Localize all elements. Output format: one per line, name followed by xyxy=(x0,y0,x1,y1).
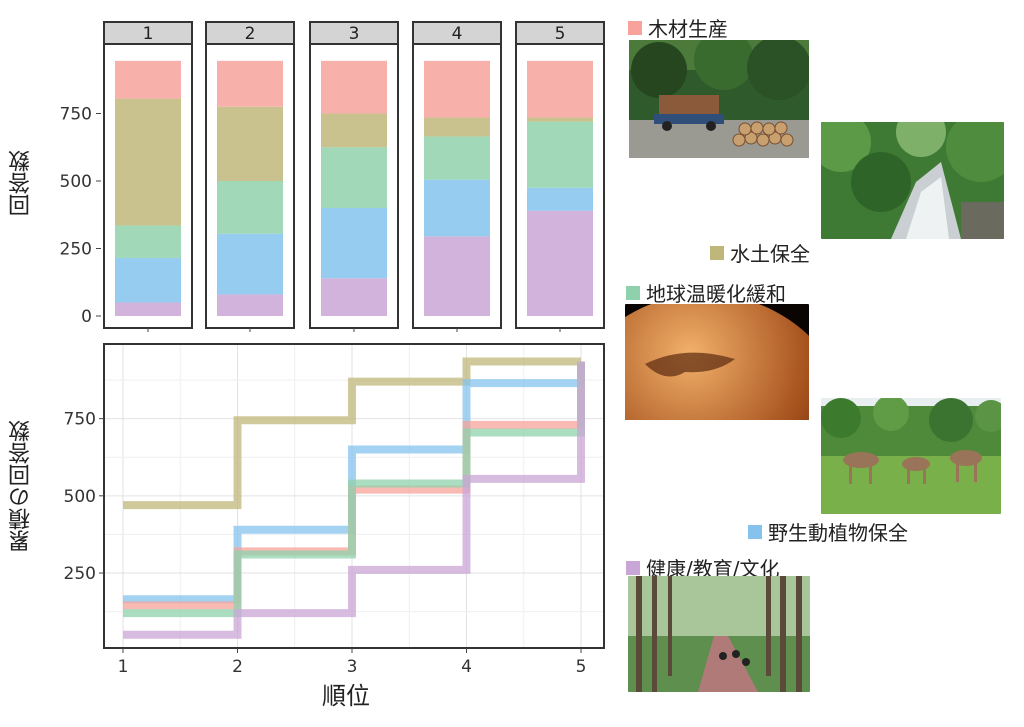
bottom-x-axis-label: 順位 xyxy=(322,682,370,710)
bar-segment xyxy=(217,106,283,181)
stacked-bar-facets: 0 250 500 750 1 2 3 4 5 xyxy=(60,21,605,332)
bar-segment xyxy=(527,121,593,188)
y-tick-label: 250 xyxy=(60,240,92,260)
bar-segment xyxy=(321,208,387,279)
top-y-axis-label: 回答数 xyxy=(9,150,34,216)
step-line xyxy=(123,361,585,639)
deer-photo xyxy=(821,398,1001,514)
bar-segment xyxy=(115,60,181,99)
bar-segment xyxy=(321,113,387,148)
x-tick-label: 3 xyxy=(347,657,358,677)
legend-item-climate: 地球温暖化緩和 xyxy=(626,278,786,307)
bar-segment xyxy=(527,210,593,316)
bar-segment xyxy=(424,136,490,180)
x-tick-label: 1 xyxy=(118,657,129,677)
x-tick-label: 4 xyxy=(461,657,472,677)
x-tick-label: 2 xyxy=(232,657,243,677)
cumulative-step-chart: 250 500 750 1 2 3 4 5 xyxy=(64,343,605,677)
y-tick-label: 500 xyxy=(60,172,92,192)
bottom-y-axis-label: 累積の回答数 xyxy=(9,420,34,552)
bar-segment xyxy=(115,98,181,226)
bar-segment xyxy=(527,60,593,118)
bar-segment xyxy=(321,278,387,316)
bar-segment xyxy=(424,117,490,137)
timber-production-photo xyxy=(629,40,809,158)
river-forest-photo xyxy=(821,122,1004,239)
facet-label: 2 xyxy=(245,24,256,44)
y-tick-label: 0 xyxy=(81,307,92,327)
x-tick-label: 5 xyxy=(576,657,587,677)
step-line xyxy=(123,361,585,618)
legend-swatch xyxy=(628,20,642,35)
legend-label: 野生動植物保全 xyxy=(768,521,908,545)
facet-label: 1 xyxy=(143,24,154,44)
bar-segment xyxy=(424,179,490,237)
bar-segment xyxy=(217,60,283,107)
bar-segment xyxy=(321,147,387,208)
bar-segment xyxy=(527,187,593,211)
y-tick-label: 250 xyxy=(64,564,96,584)
bar-segment xyxy=(115,302,181,316)
legend-item-timber: 木材生産 xyxy=(628,13,728,42)
y-tick-label: 750 xyxy=(60,105,92,125)
legend-label: 水土保全 xyxy=(730,242,810,266)
bar-segment xyxy=(217,294,283,316)
facet-label: 4 xyxy=(452,24,463,44)
legend-item-soil-water: 水土保全 xyxy=(710,238,810,267)
bar-segment xyxy=(527,117,593,122)
facet-label: 5 xyxy=(555,24,566,44)
bar-segment xyxy=(424,60,490,118)
legend-swatch xyxy=(710,245,724,260)
legend-item-wildlife: 野生動植物保全 xyxy=(748,517,908,546)
legend-swatch xyxy=(748,524,762,539)
bar-segment xyxy=(115,225,181,258)
y-tick-label: 500 xyxy=(64,487,96,507)
earth-photo xyxy=(625,304,809,420)
bar-segment xyxy=(217,233,283,295)
bar-segment xyxy=(115,257,181,303)
bar-segment xyxy=(217,181,283,234)
bar-segment xyxy=(424,236,490,316)
forest-path-cyclists-photo xyxy=(628,576,810,692)
legend-label: 木材生産 xyxy=(648,17,728,41)
step-line xyxy=(123,357,581,510)
y-tick-label: 750 xyxy=(64,410,96,430)
legend-swatch xyxy=(626,285,640,300)
legend-label: 地球温暖化緩和 xyxy=(646,282,786,306)
facet-label: 3 xyxy=(349,24,360,44)
bar-segment xyxy=(321,60,387,114)
legend-swatch xyxy=(626,560,640,575)
